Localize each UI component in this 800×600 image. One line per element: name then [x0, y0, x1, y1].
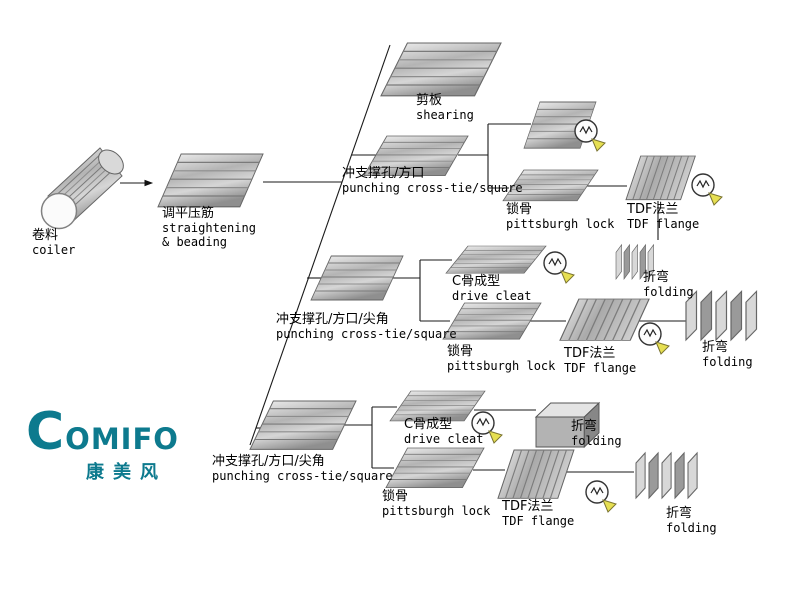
label-folding-row3b-zh: 折弯	[666, 506, 693, 521]
label-folding-row3a-zh: 折弯	[571, 419, 598, 434]
label-folding-row3a-en: folding	[571, 434, 622, 449]
detail-magnifier-icon-1	[574, 119, 598, 143]
tdf-flange-icon-row2	[559, 298, 650, 342]
label-pittsburgh-row2-zh: 锁骨	[447, 344, 474, 359]
label-punching-row1-en: punching cross-tie/square	[342, 181, 523, 196]
sheet-pittsburgh-row3	[385, 447, 485, 489]
label-punching-row1: 冲支撑孔/方口 punching cross-tie/square	[342, 166, 523, 195]
pointer-arrow-icon-5	[488, 430, 503, 444]
label-folding-row1-en: folding	[643, 285, 694, 300]
detail-magnifier-icon-6	[585, 480, 609, 504]
label-drive-cleat-row2-en: drive cleat	[452, 289, 532, 304]
label-drive-cleat-row2-zh: C骨成型	[452, 274, 501, 289]
trunk-line	[249, 44, 391, 446]
label-coiler-en: coiler	[32, 243, 76, 258]
label-tdf-row1-zh: TDF法兰	[627, 202, 679, 217]
label-coiler: 卷料 coiler	[32, 228, 75, 257]
detail-magnifier-icon-2	[691, 173, 715, 197]
comifo-logo-wordmark: COMIFO	[26, 402, 179, 462]
label-pittsburgh-row1: 锁骨 pittsburgh lock	[506, 202, 614, 231]
tdf-flange-icon-row3	[497, 449, 575, 499]
label-shearing-zh: 剪板	[416, 93, 443, 108]
label-folding-row1: 折弯 folding	[643, 270, 694, 299]
tdf-flange-icon-row1	[625, 155, 696, 201]
label-punching-row3-en: punching cross-tie/square	[212, 469, 393, 484]
label-coiler-zh: 卷料	[32, 228, 59, 243]
sheet-drive-cleat-row2	[445, 245, 547, 274]
connector-lines	[120, 44, 686, 473]
label-tdf-row1: TDF法兰 TDF flange	[627, 202, 699, 231]
label-straightening-en1: straightening	[162, 221, 256, 236]
sheet-pittsburgh-row2	[442, 302, 542, 340]
label-tdf-row3-zh: TDF法兰	[502, 499, 554, 514]
label-drive-cleat-row3-en: drive cleat	[404, 432, 484, 447]
label-tdf-row1-en: TDF flange	[627, 217, 700, 232]
label-folding-row1-zh: 折弯	[643, 270, 670, 285]
label-tdf-row2-zh: TDF法兰	[564, 346, 616, 361]
label-folding-row2: 折弯 folding	[702, 340, 753, 369]
detail-magnifier-icon-3	[543, 251, 567, 275]
label-pittsburgh-row3: 锁骨 pittsburgh lock	[382, 489, 490, 518]
sheet-punching-row2	[310, 255, 404, 301]
label-straightening-en2: & beading	[162, 235, 228, 250]
label-drive-cleat-row2: C骨成型 drive cleat	[452, 274, 531, 303]
sheet-shearing	[380, 42, 502, 97]
comifo-logo-chinese: 康美风	[86, 462, 167, 483]
label-folding-row2-zh: 折弯	[702, 340, 729, 355]
pointer-arrow-icon-6	[602, 499, 617, 513]
pointer-arrow-icon-4	[655, 341, 670, 355]
label-straightening-zh: 调平压筋	[162, 206, 215, 221]
label-pittsburgh-row2: 锁骨 pittsburgh lock	[447, 344, 555, 373]
label-tdf-row3: TDF法兰 TDF flange	[502, 499, 574, 528]
label-punching-row1-zh: 冲支撑孔/方口	[342, 166, 425, 181]
folding-icon-row2	[685, 290, 758, 341]
folding-icon-row3b	[635, 452, 698, 499]
label-tdf-row2: TDF法兰 TDF flange	[564, 346, 636, 375]
label-straightening: 调平压筋 straightening & beading	[162, 206, 256, 250]
label-shearing: 剪板 shearing	[416, 93, 474, 122]
label-pittsburgh-row2-en: pittsburgh lock	[447, 359, 556, 374]
label-pittsburgh-row1-zh: 锁骨	[506, 202, 533, 217]
label-folding-row3b: 折弯 folding	[666, 506, 717, 535]
label-folding-row3a: 折弯 folding	[571, 419, 622, 448]
label-tdf-row3-en: TDF flange	[502, 514, 575, 529]
label-pittsburgh-row3-en: pittsburgh lock	[382, 504, 491, 519]
label-pittsburgh-row1-en: pittsburgh lock	[506, 217, 615, 232]
label-punching-row2: 冲支撑孔/方口/尖角 punching cross-tie/square	[276, 312, 457, 341]
comifo-logo: COMIFO 康美风	[26, 402, 179, 484]
pointer-arrow-icon-2	[708, 192, 723, 206]
label-punching-row2-zh: 冲支撑孔/方口/尖角	[276, 312, 389, 327]
label-punching-row3: 冲支撑孔/方口/尖角 punching cross-tie/square	[212, 454, 393, 483]
pointer-arrow-icon-3	[560, 270, 575, 284]
label-shearing-en: shearing	[416, 108, 474, 123]
label-tdf-row2-en: TDF flange	[564, 361, 637, 376]
label-punching-row3-zh: 冲支撑孔/方口/尖角	[212, 454, 325, 469]
label-pittsburgh-row3-zh: 锁骨	[382, 489, 409, 504]
pointer-arrow-icon-1	[591, 138, 606, 152]
detail-magnifier-icon-4	[638, 322, 662, 346]
label-drive-cleat-row3: C骨成型 drive cleat	[404, 417, 483, 446]
label-folding-row3b-en: folding	[666, 521, 717, 536]
sheet-punching-row3	[249, 400, 357, 450]
label-drive-cleat-row3-zh: C骨成型	[404, 417, 453, 432]
coiler-roll-icon	[40, 147, 124, 230]
sheet-straightening	[157, 153, 264, 208]
label-punching-row2-en: punching cross-tie/square	[276, 327, 457, 342]
label-folding-row2-en: folding	[702, 355, 753, 370]
